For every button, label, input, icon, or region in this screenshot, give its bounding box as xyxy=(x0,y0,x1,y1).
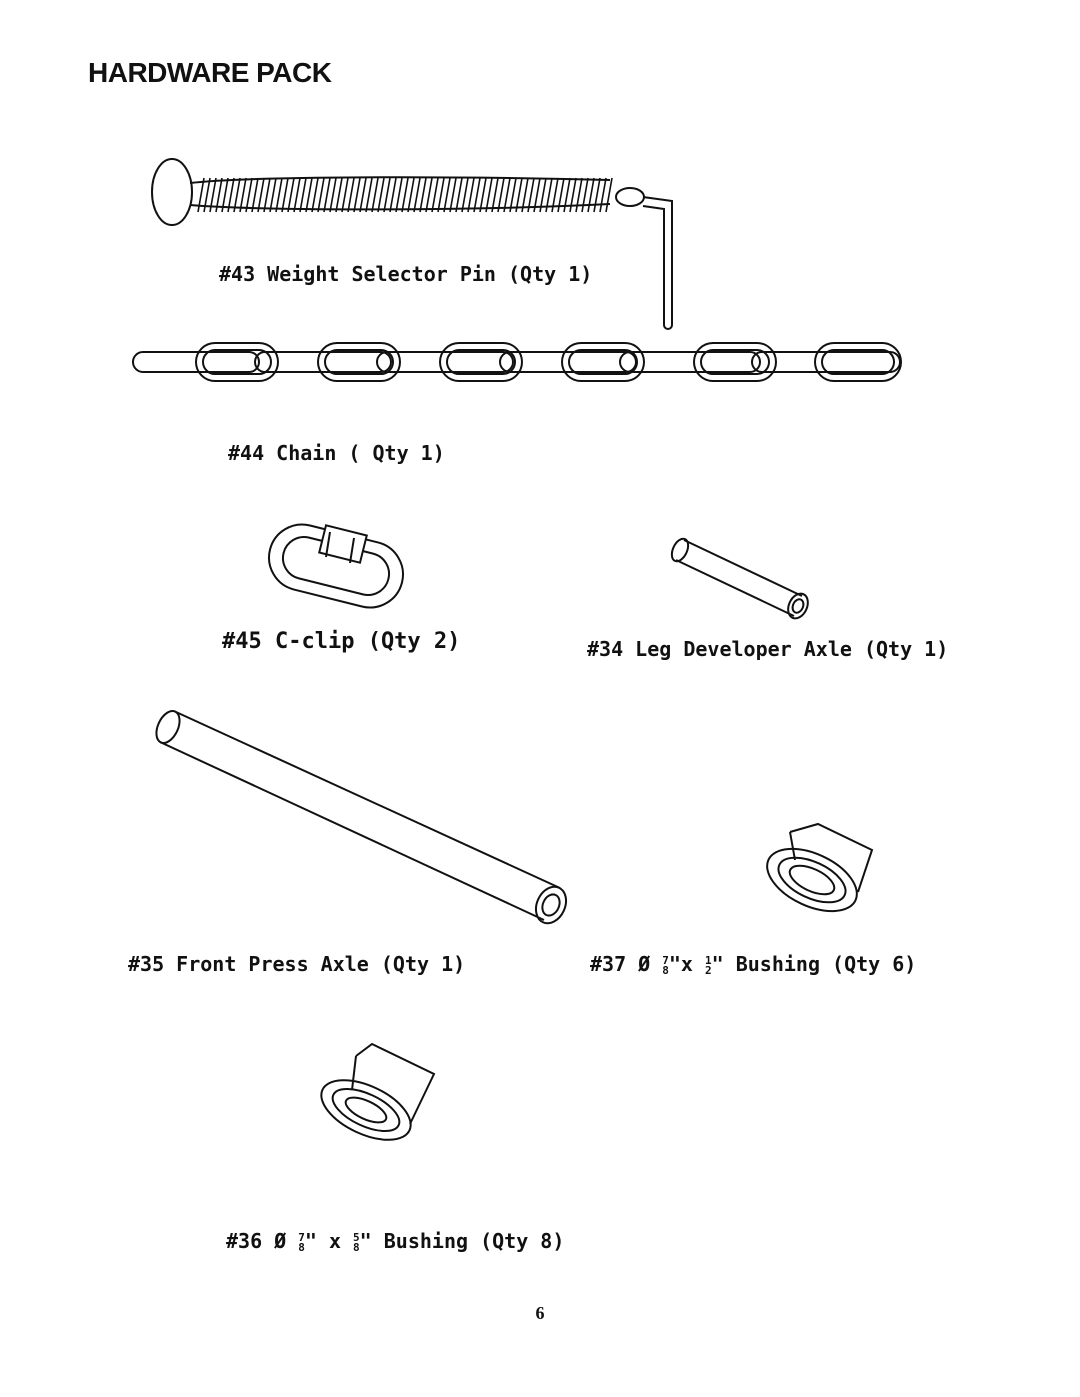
front-press-axle-illustration xyxy=(155,710,568,925)
page-title: HARDWARE PACK xyxy=(88,57,332,88)
bushing-7-8x5-8-illustration xyxy=(320,1042,436,1141)
part-43-label: #43 Weight Selector Pin (Qty 1) xyxy=(219,262,593,286)
part-45-label: #45 C-clip (Qty 2) xyxy=(222,629,461,654)
bushing-7-8x1-2-illustration xyxy=(766,822,874,913)
part-44-label: #44 Chain ( Qty 1) xyxy=(228,441,445,465)
weight-selector-pin-illustration xyxy=(151,158,673,330)
chain-illustration xyxy=(132,342,902,382)
part-35-label: #35 Front Press Axle (Qty 1) xyxy=(128,952,466,976)
page-number: 6 xyxy=(535,1303,545,1323)
part-34-label: #34 Leg Developer Axle (Qty 1) xyxy=(587,637,949,661)
c-clip-illustration xyxy=(268,523,404,609)
leg-developer-axle-illustration xyxy=(670,537,809,620)
